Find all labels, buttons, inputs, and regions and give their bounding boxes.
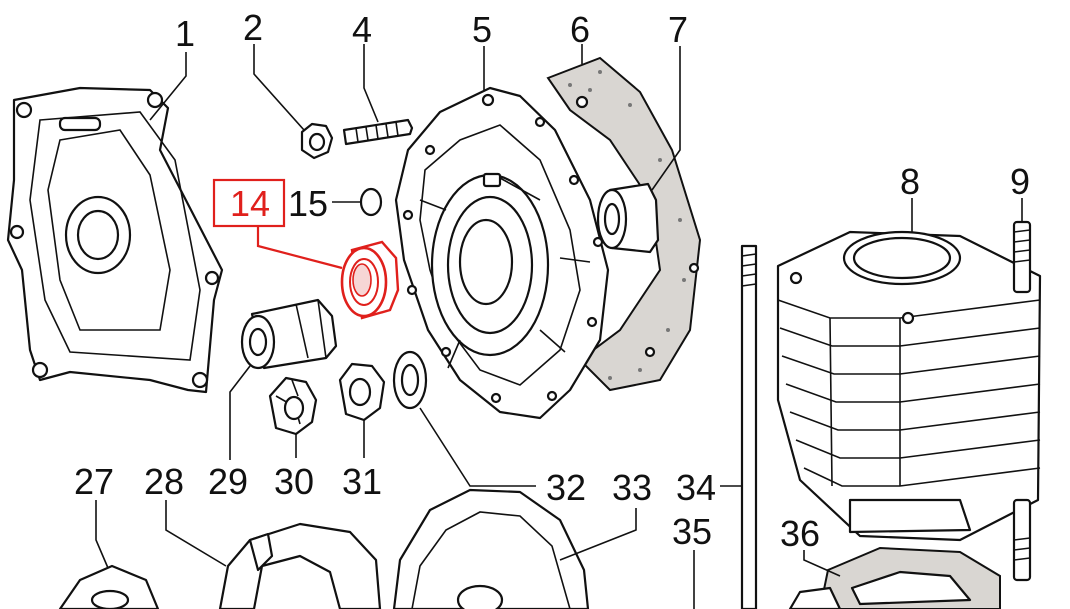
callout-27: 27 [74,461,114,502]
callout-32: 32 [546,467,586,508]
part-29-spacer-sleeve [240,298,338,370]
part-8-cylinder [776,230,1042,542]
part-7-bushing [596,182,660,254]
leader-27 [95,500,109,569]
leader-32 [419,407,536,487]
callout-14: 14 [230,183,270,224]
part-15-o-ring [359,187,383,217]
leader-7 [651,46,681,191]
part-6-gasket [546,56,702,392]
callout-33: 33 [612,467,652,508]
callout-4: 4 [352,9,372,50]
part-28-half-bearing [218,522,382,609]
leader-1 [149,52,187,121]
part-30-castle-nut [268,376,318,436]
callout-8: 8 [900,161,920,202]
part-34-tie-rod [740,244,758,609]
callout-2: 2 [243,7,263,48]
part-27-lower-housing [58,564,160,609]
callout-9: 9 [1010,161,1030,202]
callout-36: 36 [780,513,820,554]
part-14-oil-seal [340,240,400,320]
callout-6: 6 [570,9,590,50]
callout-15: 15 [288,183,328,224]
callout-7: 7 [668,9,688,50]
callout-31: 31 [342,461,382,502]
part-32-washer [392,350,428,410]
callout-28: 28 [144,461,184,502]
leader-lines [95,44,1023,609]
callout-34: 34 [676,467,716,508]
leader-36 [803,550,841,577]
leader-2 [253,44,305,131]
callout-29: 29 [208,461,248,502]
part-31-hex-nut [338,362,386,422]
highlight-box-14 [212,178,286,228]
callout-35: 35 [672,511,712,552]
part-9-stud [1012,220,1032,582]
callout-30: 30 [274,461,314,502]
leader-33 [559,508,637,561]
leader-29 [229,365,251,460]
callout-5: 5 [472,9,492,50]
part-4-stud [342,118,414,146]
callout-1: 1 [175,13,195,54]
callout-labels: 1 2 4 5 6 7 8 9 14 15 27 28 29 30 31 32 … [74,7,1030,554]
part-2-nut [300,122,334,160]
leader-4 [363,44,379,123]
part-5-flange-housing [394,86,610,420]
part-1-crankcase-cover [6,86,224,394]
part-33-cover-plate [392,488,590,609]
part-36-base-gasket [788,546,1001,609]
leader-28 [165,500,227,567]
leader-14 [256,226,343,270]
